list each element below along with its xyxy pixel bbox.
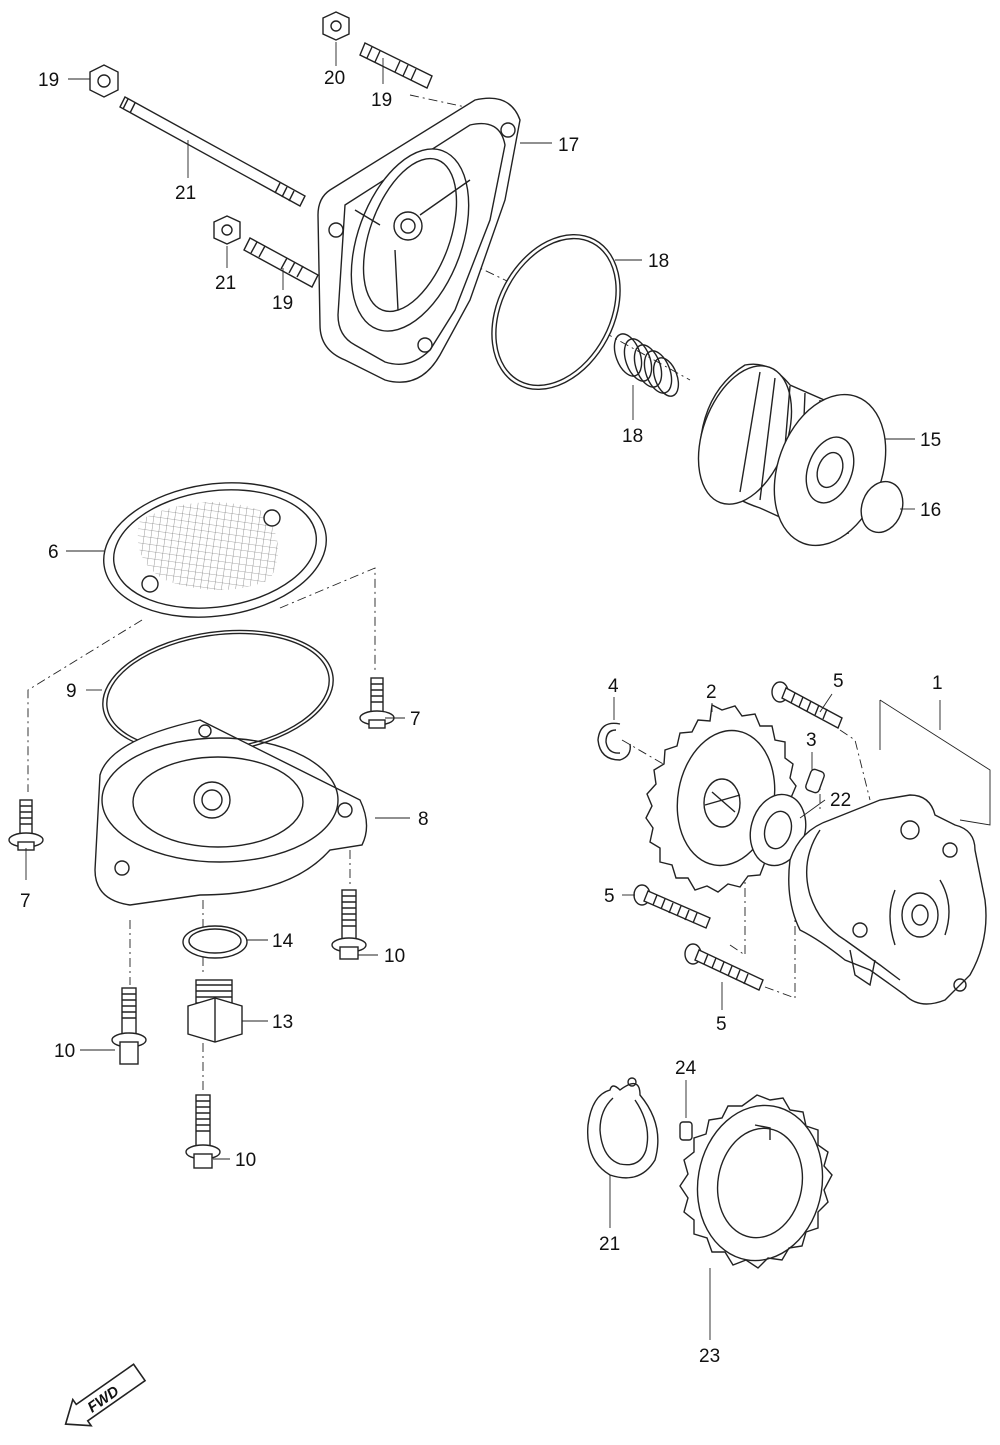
callout-12: 14 xyxy=(272,931,294,952)
callout-14: 16 xyxy=(920,500,941,521)
callout-23: 23 xyxy=(699,1346,720,1367)
leader-lines xyxy=(25,42,991,1340)
bolt-7-left xyxy=(8,799,44,851)
callout-9: 9 xyxy=(66,681,77,702)
callout-labels: 19 20 19 17 21 21 19 18 18 15 16 6 9 7 7… xyxy=(20,68,943,1367)
callout-17: 18 xyxy=(622,426,643,447)
filter-cover-group xyxy=(89,11,904,547)
callout-22: 22 xyxy=(830,790,851,811)
circlip-4 xyxy=(597,722,631,761)
gear-23 xyxy=(679,1094,833,1269)
callout-10-c: 10 xyxy=(235,1150,256,1171)
bolt-10-right xyxy=(331,889,367,960)
callout-19-b: 20 xyxy=(324,68,345,89)
callout-7-a: 7 xyxy=(410,709,421,730)
screw-5-top xyxy=(771,681,843,729)
stud-18-upper xyxy=(359,42,433,89)
drain-bolt-11 xyxy=(187,979,243,1043)
callout-15: 17 xyxy=(558,135,579,156)
bolt-10-left xyxy=(111,987,147,1065)
oil-pump-group xyxy=(586,681,987,1269)
callout-3: 3 xyxy=(806,730,817,751)
screw-5-bottom xyxy=(684,943,764,991)
o-ring-14 xyxy=(860,480,904,534)
assembly-lines-right xyxy=(621,729,871,999)
oil-pump-body-1 xyxy=(788,794,987,1005)
nut-19-c xyxy=(213,215,241,245)
strainer-screen-6 xyxy=(103,482,327,618)
o-ring-16 xyxy=(491,233,621,391)
callout-24: 24 xyxy=(675,1058,697,1079)
bolt-10-bottom xyxy=(185,1094,221,1169)
strainer-group xyxy=(8,482,395,1169)
callout-16: 18 xyxy=(648,251,669,272)
washer-12 xyxy=(182,925,248,959)
assembly-lines-left xyxy=(27,567,376,1090)
spring-17 xyxy=(613,333,680,397)
long-stud-20 xyxy=(119,96,306,207)
screw-5-mid xyxy=(633,884,711,929)
callout-1: 1 xyxy=(932,673,943,694)
filter-cover-part xyxy=(317,97,521,383)
callout-7-b: 7 xyxy=(20,891,31,912)
pin-24 xyxy=(679,1121,693,1141)
callout-5-a: 5 xyxy=(833,671,844,692)
callout-11: 13 xyxy=(272,1012,293,1033)
circlip-21 xyxy=(586,1082,659,1179)
callout-5-c: 5 xyxy=(716,1014,727,1035)
callout-21: 21 xyxy=(599,1234,620,1255)
nut-19-a xyxy=(322,11,350,41)
washer-22 xyxy=(749,793,807,867)
callout-8: 8 xyxy=(418,809,429,830)
callout-18-b: 19 xyxy=(272,293,293,314)
callout-5-b: 5 xyxy=(604,886,615,907)
callout-2: 2 xyxy=(706,682,717,703)
callout-6: 6 xyxy=(48,542,59,563)
callout-20: 21 xyxy=(175,183,196,204)
strainer-cover-8 xyxy=(94,719,368,906)
bolt-7-right xyxy=(359,677,395,729)
fwd-arrow: FWD xyxy=(64,1363,147,1427)
callout-10-a: 10 xyxy=(384,946,405,967)
pin-3 xyxy=(805,768,825,794)
callout-18-a: 19 xyxy=(371,90,392,111)
callout-13: 15 xyxy=(920,430,941,451)
callout-19-c: 21 xyxy=(215,273,236,294)
filter-element-13 xyxy=(697,363,887,547)
stud-18-lower xyxy=(243,237,319,288)
callout-4: 4 xyxy=(608,676,619,697)
callout-19-a: 19 xyxy=(38,70,59,91)
nut-19-b xyxy=(89,64,119,98)
callout-10-b: 10 xyxy=(54,1041,75,1062)
